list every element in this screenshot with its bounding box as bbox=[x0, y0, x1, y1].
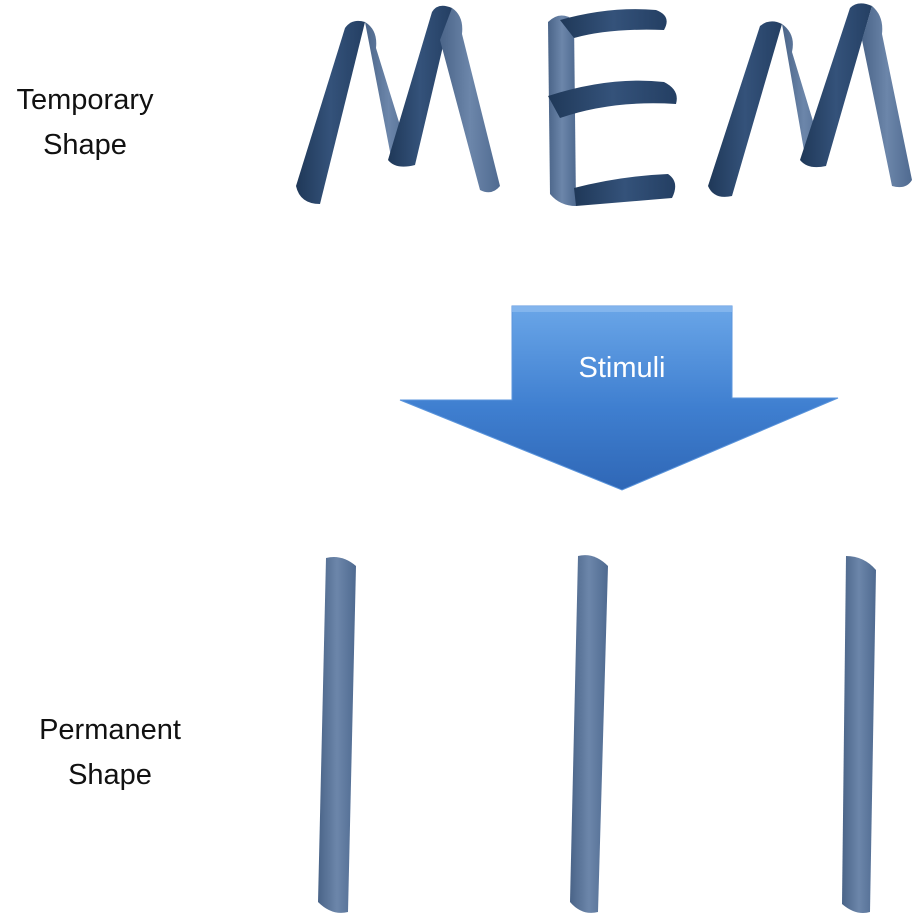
letter-e bbox=[548, 9, 677, 207]
stimuli-label: Stimuli bbox=[578, 352, 666, 384]
permanent-shape-label-line1: Permanent bbox=[39, 714, 181, 746]
permanent-bar-middle bbox=[570, 555, 608, 913]
stimuli-arrow-shape bbox=[399, 305, 839, 491]
temporary-shape-label-line2: Shape bbox=[43, 129, 127, 161]
e-top-bar bbox=[560, 9, 667, 38]
e-middle-bar bbox=[548, 80, 677, 118]
m-right-stroke-3 bbox=[800, 3, 872, 168]
permanent-bar-left bbox=[318, 557, 356, 913]
letter-m-left bbox=[296, 5, 500, 204]
permanent-bar-right bbox=[842, 556, 876, 913]
stimuli-arrow-highlight bbox=[512, 306, 732, 312]
m-right-stroke-1 bbox=[708, 21, 782, 197]
m-right-stroke-4 bbox=[862, 6, 912, 188]
temporary-shape-label-line1: Temporary bbox=[16, 84, 154, 116]
e-bottom-bar bbox=[574, 174, 676, 206]
m-left-stroke-4 bbox=[440, 8, 500, 193]
m-left-stroke-3 bbox=[388, 5, 452, 167]
temporary-shape-label: Temporary Shape bbox=[0, 78, 170, 168]
permanent-shape-label: Permanent Shape bbox=[20, 708, 200, 798]
permanent-shape-label-line2: Shape bbox=[68, 759, 152, 791]
stimuli-arrow bbox=[399, 305, 839, 491]
letter-m-right bbox=[708, 3, 912, 197]
m-left-stroke-1 bbox=[296, 20, 365, 204]
